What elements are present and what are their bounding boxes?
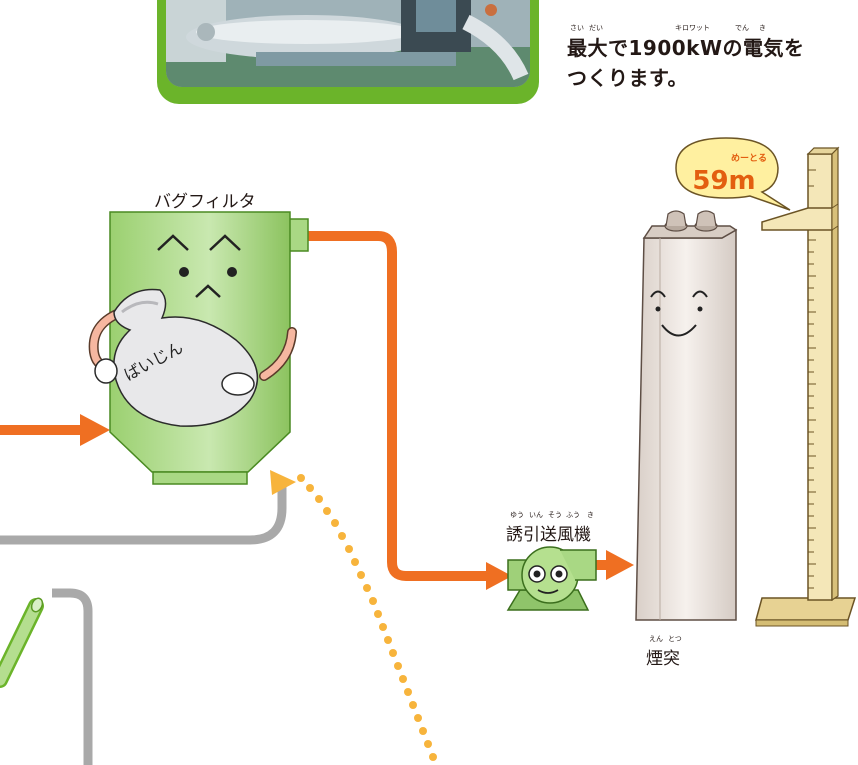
dotted-return-path	[270, 470, 437, 761]
ruby-in: いん	[529, 511, 543, 519]
height-ruler	[755, 146, 857, 627]
ruby-yuu: ゆう	[510, 511, 524, 519]
height-value-text: 59m	[692, 166, 755, 196]
generator-caption: さい だい キロワット でん き 最大で1900kWの電気を つくります。	[567, 24, 847, 93]
ruby-en: えん	[649, 635, 663, 643]
ruby-sai: さい	[570, 24, 584, 32]
gray-pipe-lower	[52, 588, 93, 765]
caption-ruby-row: さい だい キロワット でん き	[567, 24, 847, 33]
fan-ruby-row: ゆう いん そう ふう き	[506, 511, 616, 520]
ruby-totsu: とつ	[668, 635, 682, 643]
gray-pipe-bottom	[0, 480, 287, 545]
ruby-sou: そう	[548, 511, 562, 519]
height-speech-bubble: めーとる 59m	[675, 137, 791, 211]
ruby-ki: き	[759, 24, 766, 32]
ruby-den: でん	[735, 24, 749, 32]
ruby-kilowatt: キロワット	[675, 24, 710, 32]
bag-filter-label: バグフィルタ	[154, 192, 256, 212]
ruby-ki-fan: き	[587, 511, 594, 519]
orange-arrowhead-fan	[486, 562, 512, 590]
ruby-fuu: ふう	[566, 511, 580, 519]
generator-photo-illustration	[166, 0, 530, 87]
orange-fan-to-stack-line	[596, 560, 610, 570]
height-ruby-text: めーとる	[731, 153, 767, 164]
green-pipe	[0, 597, 44, 688]
orange-flow-filter-to-fan	[302, 231, 492, 581]
bag-filter	[88, 211, 309, 485]
induced-draft-fan	[506, 546, 597, 611]
orange-arrowhead-stack	[606, 550, 634, 580]
caption-line-1: 最大で1900kWの電気を	[567, 36, 805, 60]
stack-label: 煙突	[646, 649, 680, 669]
stack-label-block: えん とつ 煙突	[646, 635, 706, 669]
ruler-ticks	[808, 169, 816, 589]
caption-line-2: つくります。	[567, 66, 688, 90]
fan-label-block: ゆう いん そう ふう き 誘引送風機	[506, 511, 616, 545]
orange-incoming-arrowhead	[80, 414, 110, 446]
chimney-stack	[635, 210, 738, 621]
orange-incoming-line	[0, 425, 84, 435]
generator-photo	[166, 0, 530, 87]
stack-ruby-row: えん とつ	[646, 635, 706, 644]
ruby-dai: だい	[589, 24, 603, 32]
fan-label: 誘引送風機	[506, 525, 591, 545]
generator-photo-frame	[157, 0, 539, 104]
